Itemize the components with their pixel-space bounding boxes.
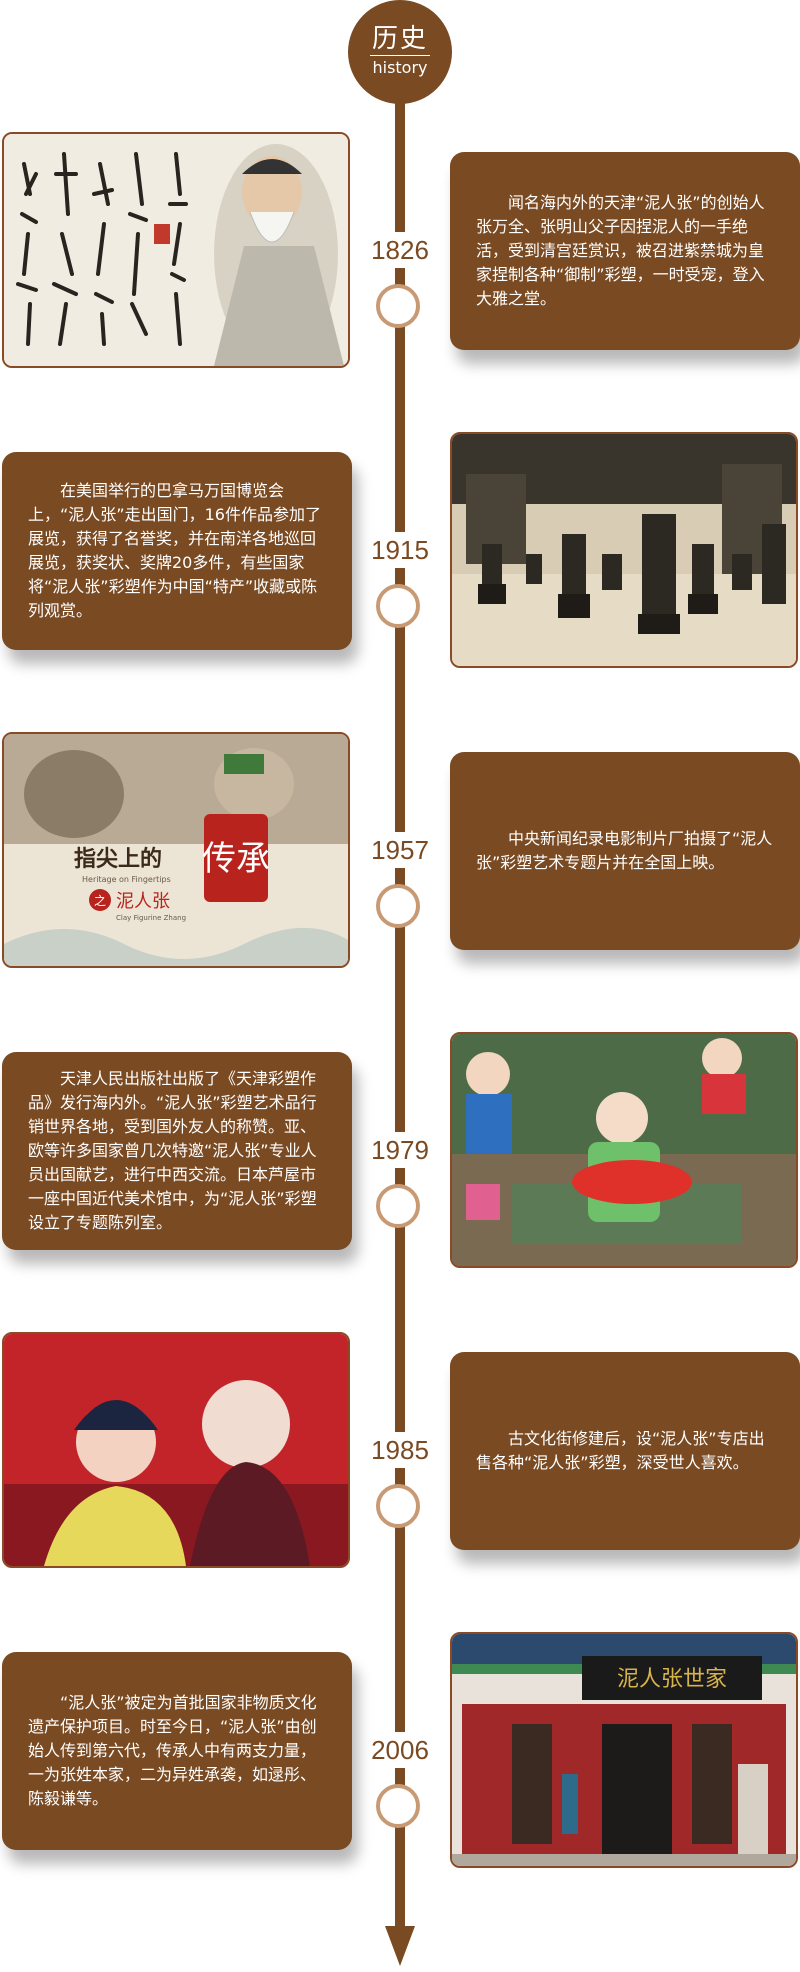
timeline-node bbox=[376, 1784, 420, 1828]
calligraphy-portrait-photo bbox=[2, 132, 350, 368]
event-text: 闻名海内外的天津“泥人张”的创始人张万全、张明山父子因捏泥人的一手绝活，受到清宫… bbox=[476, 193, 765, 308]
timeline-arrow bbox=[385, 1926, 415, 1966]
timeline-axis bbox=[395, 92, 405, 1930]
poster-name-en: Clay Figurine Zhang bbox=[116, 914, 186, 922]
figurines-closeup-photo bbox=[2, 1332, 350, 1568]
timeline-node bbox=[376, 1184, 420, 1228]
event-card: 古文化街修建后，设“泥人张”专店出售各种“泥人张”彩塑，深受世人喜欢。 bbox=[450, 1352, 800, 1550]
year-label: 1985 bbox=[350, 1432, 450, 1468]
badge-divider bbox=[370, 55, 430, 56]
event-card: 中央新闻纪录电影制片厂拍摄了“泥人张”彩塑艺术专题片并在全国上映。 bbox=[450, 752, 800, 950]
year-label: 1957 bbox=[350, 832, 450, 868]
timeline-node bbox=[376, 284, 420, 328]
history-title-en: history bbox=[372, 58, 428, 77]
year-label: 2006 bbox=[350, 1732, 450, 1768]
history-title-zh: 历史 bbox=[371, 24, 428, 54]
timeline-node bbox=[376, 584, 420, 628]
event-text: “泥人张”被定为首批国家非物质文化遗产保护项目。时至今日，“泥人张”由创始人传到… bbox=[28, 1693, 317, 1808]
poster-seal-text: 传承 bbox=[202, 839, 270, 879]
poster-name-prefix: 之 bbox=[94, 894, 106, 908]
poster-name: 泥人张 bbox=[116, 891, 170, 912]
history-badge: 历史 history bbox=[348, 0, 452, 104]
event-text: 中央新闻纪录电影制片厂拍摄了“泥人张”彩塑艺术专题片并在全国上映。 bbox=[476, 829, 773, 872]
event-card: 闻名海内外的天津“泥人张”的创始人张万全、张明山父子因捏泥人的一手绝活，受到清宫… bbox=[450, 152, 800, 350]
heritage-poster-image: 传承 指尖上的 Heritage on Fingertips 之 泥人张 Cla… bbox=[2, 732, 350, 968]
event-card: 在美国举行的巴拿马万国博览会上，“泥人张”走出国门，16件作品参加了展览，获得了… bbox=[2, 452, 352, 650]
year-label: 1826 bbox=[350, 232, 450, 268]
event-text: 在美国举行的巴拿马万国博览会上，“泥人张”走出国门，16件作品参加了展览，获得了… bbox=[28, 481, 321, 620]
poster-subtitle: Heritage on Fingertips bbox=[82, 875, 171, 884]
event-card: 天津人民出版社出版了《天津彩塑作品》发行海内外。“泥人张”彩塑艺术品行销世界各地… bbox=[2, 1052, 352, 1250]
shop-sign-text: 泥人张世家 bbox=[617, 1667, 727, 1692]
year-label: 1979 bbox=[350, 1132, 450, 1168]
event-card: “泥人张”被定为首批国家非物质文化遗产保护项目。时至今日，“泥人张”由创始人传到… bbox=[2, 1652, 352, 1850]
timeline-node bbox=[376, 1484, 420, 1528]
timeline-node bbox=[376, 884, 420, 928]
event-text: 天津人民出版社出版了《天津彩塑作品》发行海内外。“泥人张”彩塑艺术品行销世界各地… bbox=[28, 1069, 317, 1232]
shop-front-photo: 泥人张世家 bbox=[450, 1632, 798, 1868]
clay-figurines-photo bbox=[450, 1032, 798, 1268]
exhibition-hall-photo bbox=[450, 432, 798, 668]
year-label: 1915 bbox=[350, 532, 450, 568]
event-text: 古文化街修建后，设“泥人张”专店出售各种“泥人张”彩塑，深受世人喜欢。 bbox=[476, 1429, 765, 1472]
poster-title: 指尖上的 bbox=[74, 846, 162, 872]
